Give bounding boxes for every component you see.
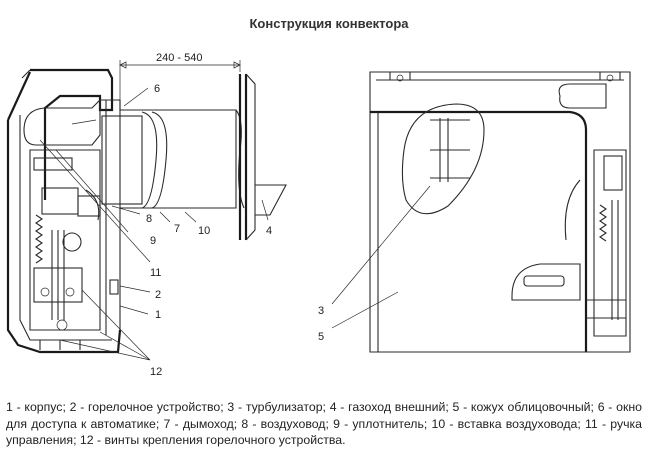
label-front-5: 5 [318, 331, 324, 343]
side-view: 240 - 540 6 8 7 10 4 9 11 2 1 12 [6, 52, 287, 378]
label-2: 2 [155, 289, 161, 301]
label-7: 7 [174, 223, 180, 235]
legend-caption: 1 - корпус; 2 - горелочное устройство; 3… [6, 400, 642, 447]
label-4: 4 [266, 225, 272, 237]
label-8: 8 [146, 213, 152, 225]
diagram-title: Конструкция конвектора [249, 16, 409, 31]
label-9: 9 [150, 235, 156, 247]
label-6: 6 [154, 83, 160, 95]
label-10: 10 [198, 225, 210, 237]
front-view: 3 5 [318, 71, 631, 353]
label-1: 1 [155, 309, 161, 321]
label-12: 12 [150, 366, 162, 378]
dimension-label: 240 - 540 [156, 52, 202, 64]
label-11: 11 [150, 267, 161, 279]
convector-diagram: 240 - 540 6 8 7 10 4 9 11 2 1 12 [6, 52, 631, 378]
label-front-3: 3 [318, 305, 324, 317]
